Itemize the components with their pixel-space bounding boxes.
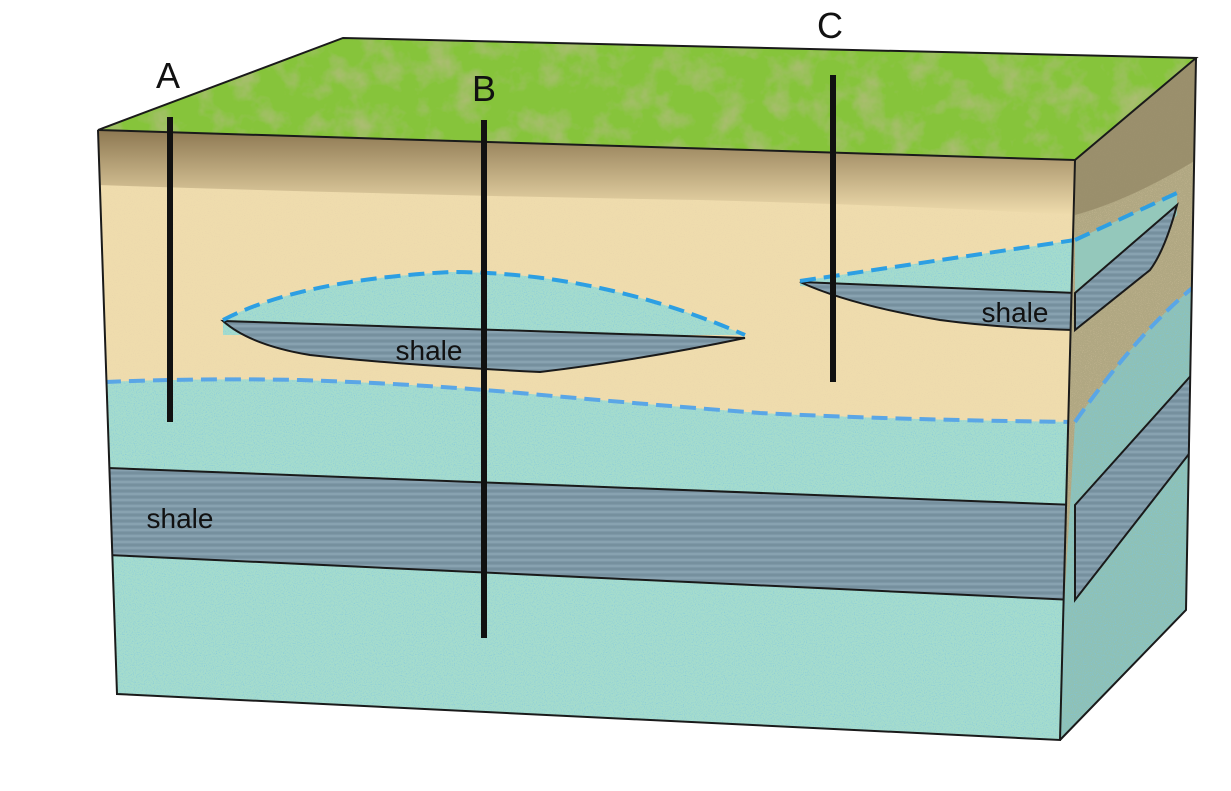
well-a-label: A [156,55,180,96]
side-shale-lens [1074,202,1179,333]
block-outline [97,36,1199,742]
ground-surface [98,38,1196,160]
confining-shale-label: shale [147,503,214,534]
wells [167,75,836,638]
side-soil [1075,58,1196,215]
well-c-label: C [817,5,843,46]
regional-water-table [104,377,1075,424]
side-water-table-lens [1074,191,1178,242]
shale-lens-right-label: shale [982,297,1049,328]
side-confining-shale [1074,367,1196,603]
side-face [1060,58,1196,740]
water-table-right-lens [799,238,1075,283]
water-table-left-lens [222,269,746,337]
shale-lens-right [799,281,1075,332]
well-b-label: B [472,68,496,109]
front-face [98,130,1075,740]
side-regional-water-table [1073,283,1196,424]
shale-lens-left-label: shale [396,335,463,366]
